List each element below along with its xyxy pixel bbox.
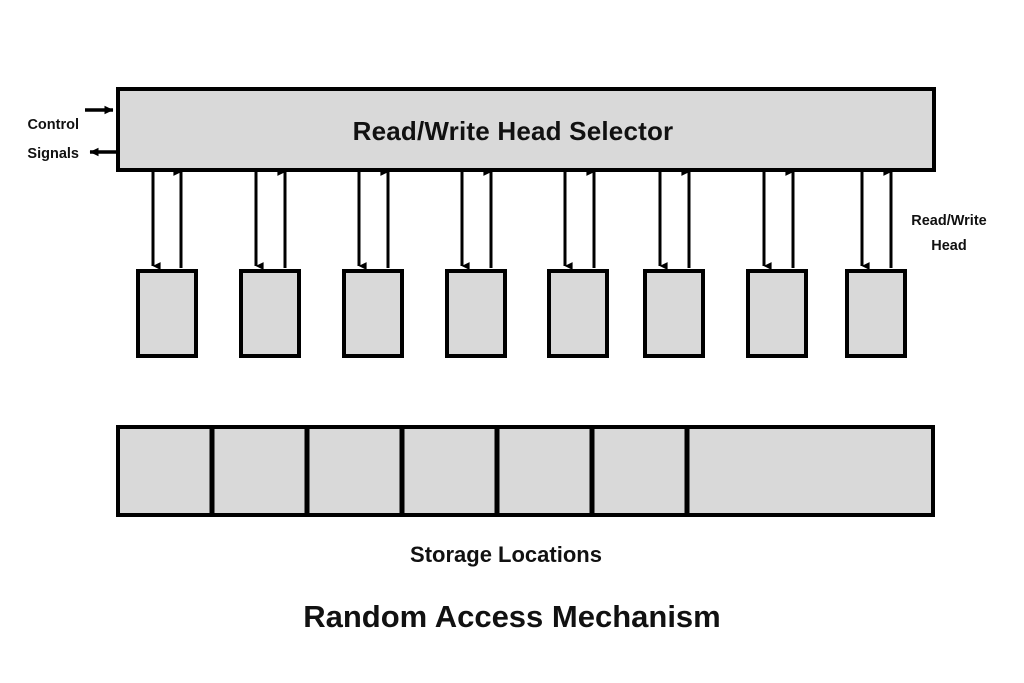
head-7-box	[746, 269, 808, 358]
head-6-box	[643, 269, 705, 358]
read-write-head-1	[136, 168, 198, 358]
control-signals-label-line2: Signals	[27, 146, 79, 162]
read-write-head-7	[746, 168, 808, 358]
read-write-head-4	[445, 168, 507, 358]
control-signals-label-line1: Control	[27, 117, 79, 133]
read-write-head-label-line2: Head	[931, 238, 966, 254]
control-signals-group	[85, 105, 118, 157]
read-write-head-3	[342, 168, 404, 358]
storage-bar-rect	[116, 425, 935, 517]
read-write-head-2	[239, 168, 301, 358]
read-write-heads-group	[136, 168, 907, 358]
selector-box-rect	[116, 87, 936, 172]
selector-box-label: Read/Write Head Selector	[353, 116, 674, 146]
head-8-box	[845, 269, 907, 358]
head-3-box	[342, 269, 404, 358]
storage-locations-bar	[116, 425, 935, 517]
read-write-head-5	[547, 168, 609, 358]
read-write-head-6	[643, 168, 705, 358]
storage-locations-label: Storage Locations	[410, 542, 602, 567]
head-2-box	[239, 269, 301, 358]
read-write-head-8	[845, 168, 907, 358]
head-1-box	[136, 269, 198, 358]
head-5-box	[547, 269, 609, 358]
read-write-head-label-line1: Read/Write	[911, 213, 986, 229]
diagram-title: Random Access Mechanism	[303, 599, 721, 634]
read-write-head-selector-box	[116, 87, 936, 172]
head-4-box	[445, 269, 507, 358]
